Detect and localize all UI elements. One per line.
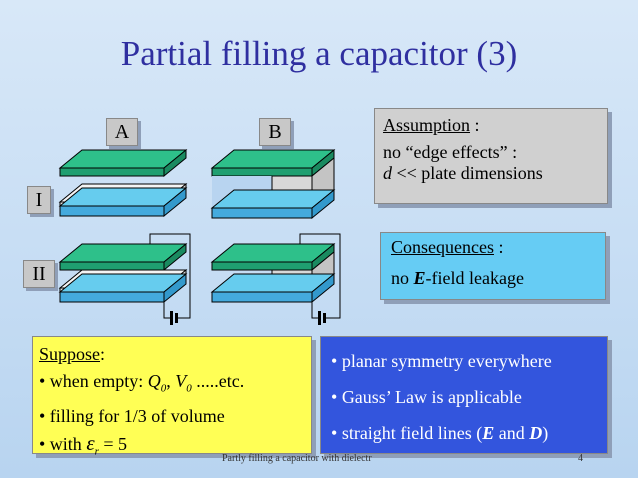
assumption-heading-line: Assumption :	[383, 115, 599, 136]
suppose-sub-q: 0	[160, 382, 167, 395]
consequences-box: Consequences : no E-field leakage	[380, 232, 606, 300]
results-item-3: • straight field lines (E and D)	[331, 423, 549, 443]
assumption-var-d: d	[383, 163, 392, 183]
suppose-heading: Suppose	[39, 344, 101, 364]
label-b: B	[259, 118, 291, 146]
assumption-line-1: no “edge effects” :	[383, 142, 518, 162]
footer-text: Partly filling a capacitor with dielectr	[222, 453, 372, 464]
capacitor-I-B	[210, 148, 336, 220]
results-item-2-text: Gauss’ Law is applicable	[341, 387, 522, 407]
results-item-3-pre: straight field lines (	[341, 423, 483, 443]
suppose-box: Suppose: • when empty: Q0, V0 .....etc. …	[32, 336, 312, 457]
label-a: A	[106, 118, 138, 146]
suppose-item-3-pre: • with	[39, 433, 87, 454]
consequences-post: -field leakage	[425, 268, 524, 288]
consequences-pre: no	[391, 268, 414, 288]
consequences-var-e: E	[413, 268, 426, 288]
suppose-item-1: • when empty: Q0, V0 .....etc.	[39, 368, 305, 403]
suppose-var-epsilon: ε	[86, 430, 95, 455]
assumption-line-2: d << plate dimensions	[383, 163, 599, 184]
slide-title: Partial filling a capacitor (3)	[120, 34, 518, 73]
suppose-item-3: • with εr = 5	[39, 430, 305, 466]
suppose-item-1-post: .....etc.	[191, 371, 245, 391]
page-number: 4	[578, 453, 583, 464]
suppose-var-v: V	[175, 371, 187, 391]
results-item-1: • planar symmetry everywhere	[331, 351, 552, 371]
suppose-sub-r: r	[94, 445, 99, 458]
suppose-item-2: • filling for 1/3 of volume	[39, 405, 225, 426]
results-box: • planar symmetry everywhere • Gauss’ La…	[320, 336, 608, 454]
capacitor-I-A	[58, 148, 188, 218]
results-var-d: D	[529, 423, 543, 443]
consequences-heading: Consequences	[391, 237, 494, 257]
results-item-3-and: and	[494, 423, 530, 443]
assumption-sep: :	[470, 115, 480, 135]
consequences-line-1: no E-field leakage	[391, 268, 595, 289]
consequences-heading-line: Consequences :	[391, 237, 595, 258]
suppose-sub-v: 0	[186, 382, 192, 395]
consequences-sep: :	[493, 237, 504, 257]
results-item-2: • Gauss’ Law is applicable	[331, 387, 522, 407]
suppose-var-q: Q	[147, 371, 161, 391]
suppose-item-1-mid: ,	[166, 371, 176, 391]
label-row-2: II	[23, 260, 55, 288]
assumption-heading: Assumption	[383, 115, 471, 135]
assumption-line-2-rest: << plate dimensions	[392, 163, 543, 183]
results-item-1-text: planar symmetry everywhere	[341, 351, 552, 371]
suppose-sep: :	[100, 344, 106, 364]
label-row-1: I	[27, 186, 51, 214]
capacitor-II-A	[58, 233, 191, 325]
suppose-item-3-post: = 5	[98, 433, 128, 454]
results-item-3-post: )	[542, 423, 549, 443]
suppose-heading-line: Suppose:	[39, 341, 305, 368]
results-var-e: E	[482, 423, 495, 443]
suppose-item-1-pre: • when empty:	[39, 371, 148, 391]
assumption-box: Assumption : no “edge effects” : d << pl…	[374, 108, 608, 204]
capacitor-II-B	[210, 233, 341, 325]
